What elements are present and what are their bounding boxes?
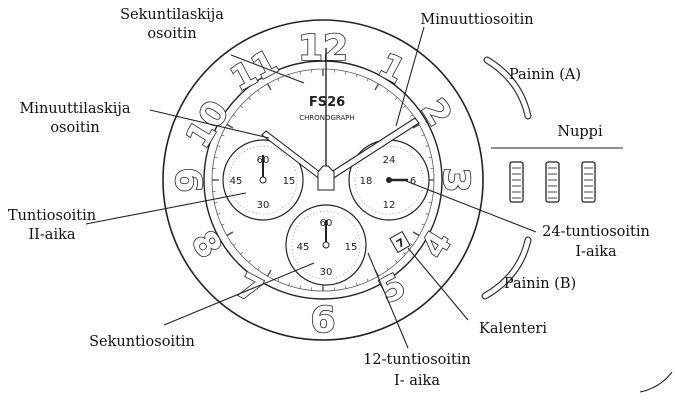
- left-subdial-left: 45: [230, 176, 243, 187]
- numeral-3: 3: [435, 167, 476, 192]
- right-subdial: 24 18 6 12: [349, 140, 429, 220]
- label-sekuntiosoitin: Sekuntiosoitin: [89, 334, 195, 350]
- brand-subtitle: CHRONOGRAPH: [299, 114, 355, 122]
- bottom-subdial-bottom: 30: [320, 267, 333, 278]
- crown-position-1: [510, 162, 523, 202]
- right-subdial-left: 18: [360, 176, 373, 187]
- center-cap: [318, 166, 334, 190]
- right-subdial-bottom: 12: [383, 200, 396, 211]
- label-minuuttilaskija-1: Minuuttilaskija: [19, 101, 130, 117]
- crown-positions: [510, 162, 595, 202]
- label-sekuntilaskija-1: Sekuntilaskija: [120, 7, 224, 23]
- label-12-tunti-1: 12-tuntiosoitin: [363, 352, 471, 368]
- label-tuntiosoitin-1: Tuntiosoitin: [8, 208, 96, 224]
- right-subdial-top: 24: [383, 155, 396, 166]
- numeral-12: 12: [298, 28, 348, 69]
- bottom-subdial-left: 45: [297, 242, 310, 253]
- label-nuppi: Nuppi: [557, 124, 603, 140]
- corner-stroke: [640, 372, 672, 392]
- label-12-tunti-2: I- aika: [394, 373, 440, 389]
- label-painin-b: Painin (B): [504, 276, 576, 292]
- label-painin-a: Painin (A): [509, 67, 581, 83]
- label-kalenteri: Kalenteri: [479, 321, 547, 337]
- crown-position-3: [582, 162, 595, 202]
- bottom-subdial: 60 45 15 30: [286, 205, 366, 285]
- label-minuuttiosoitin: Minuuttiosoitin: [420, 12, 533, 28]
- label-24-tunti-1: 24-tuntiosoitin: [542, 224, 650, 240]
- right-subdial-right: 6: [410, 176, 416, 187]
- label-minuuttilaskija-2: osoitin: [50, 120, 99, 136]
- left-subdial-bottom: 30: [257, 200, 270, 211]
- brand-logo: FS26: [309, 95, 345, 110]
- numeral-6: 6: [310, 300, 335, 341]
- numeral-9: 9: [170, 167, 211, 192]
- label-tuntiosoitin-2: II-aika: [28, 227, 75, 243]
- bottom-subdial-right: 15: [345, 242, 358, 253]
- left-subdial-right: 15: [283, 176, 296, 187]
- label-24-tunti-2: I-aika: [575, 244, 617, 260]
- label-sekuntilaskija-2: osoitin: [147, 26, 196, 42]
- crown-position-2: [546, 162, 559, 202]
